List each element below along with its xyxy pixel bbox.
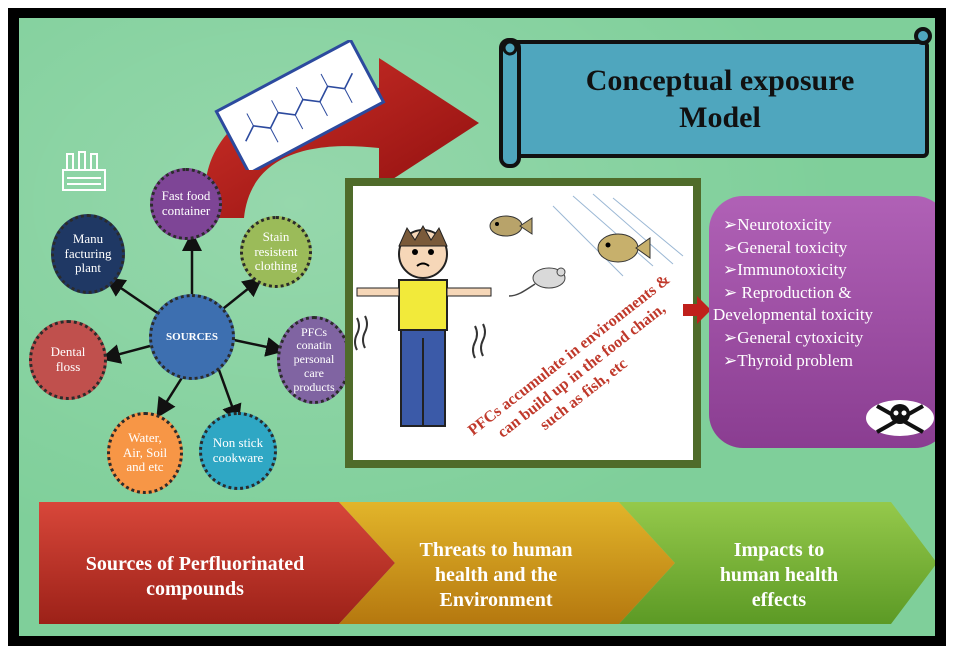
- factory-icon: [62, 151, 106, 191]
- figure-frame: Conceptual exposure Model: [8, 8, 946, 646]
- effect-cytotoxicity: ➢General cytoxicity: [723, 328, 864, 348]
- skull-crossbones-icon: [866, 400, 934, 436]
- effect-thyroid: ➢Thyroid problem: [723, 350, 853, 370]
- health-effects-box: ➢Neurotoxicity ➢General toxicity ➢Immuno…: [709, 196, 935, 448]
- effect-general-toxicity: ➢General toxicity: [723, 237, 848, 257]
- flow-step-threats: [339, 502, 675, 624]
- panel-caption-line-2: can build up in the food chain,: [495, 300, 669, 441]
- flow-step-impacts: [619, 502, 935, 624]
- curved-arrow-icon: [205, 58, 480, 218]
- mouse-icon: [508, 267, 566, 297]
- exposure-illustration: PFCs accumulate in environments & can bu…: [345, 178, 701, 468]
- effect-immunotoxicity: ➢Immunotoxicity: [723, 260, 847, 280]
- person-icon: PFCs accumulate in environments & can bu…: [354, 193, 684, 441]
- flow-chevrons: [39, 502, 935, 624]
- scroll-end-icon: [914, 27, 932, 45]
- sources-hub: SOURCES: [149, 294, 235, 380]
- fish-icon: [489, 215, 533, 237]
- effect-neurotoxicity: ➢Neurotoxicity: [723, 215, 832, 234]
- title-banner: Conceptual exposure Model: [511, 40, 929, 158]
- arrow-to-effects-icon: [683, 296, 711, 324]
- source-connectors: [100, 231, 286, 425]
- effect-developmental: Developmental toxicity: [713, 305, 874, 325]
- figure-canvas: Conceptual exposure Model: [19, 18, 935, 636]
- title-line-2: Model: [679, 101, 761, 134]
- title-line-1: Conceptual exposure: [585, 63, 855, 97]
- molecule-icon: [214, 40, 386, 170]
- flow-step-sources: [39, 502, 395, 624]
- scroll-curl-icon: [499, 38, 521, 168]
- effect-reproduction: ➢ Reproduction &: [723, 282, 852, 302]
